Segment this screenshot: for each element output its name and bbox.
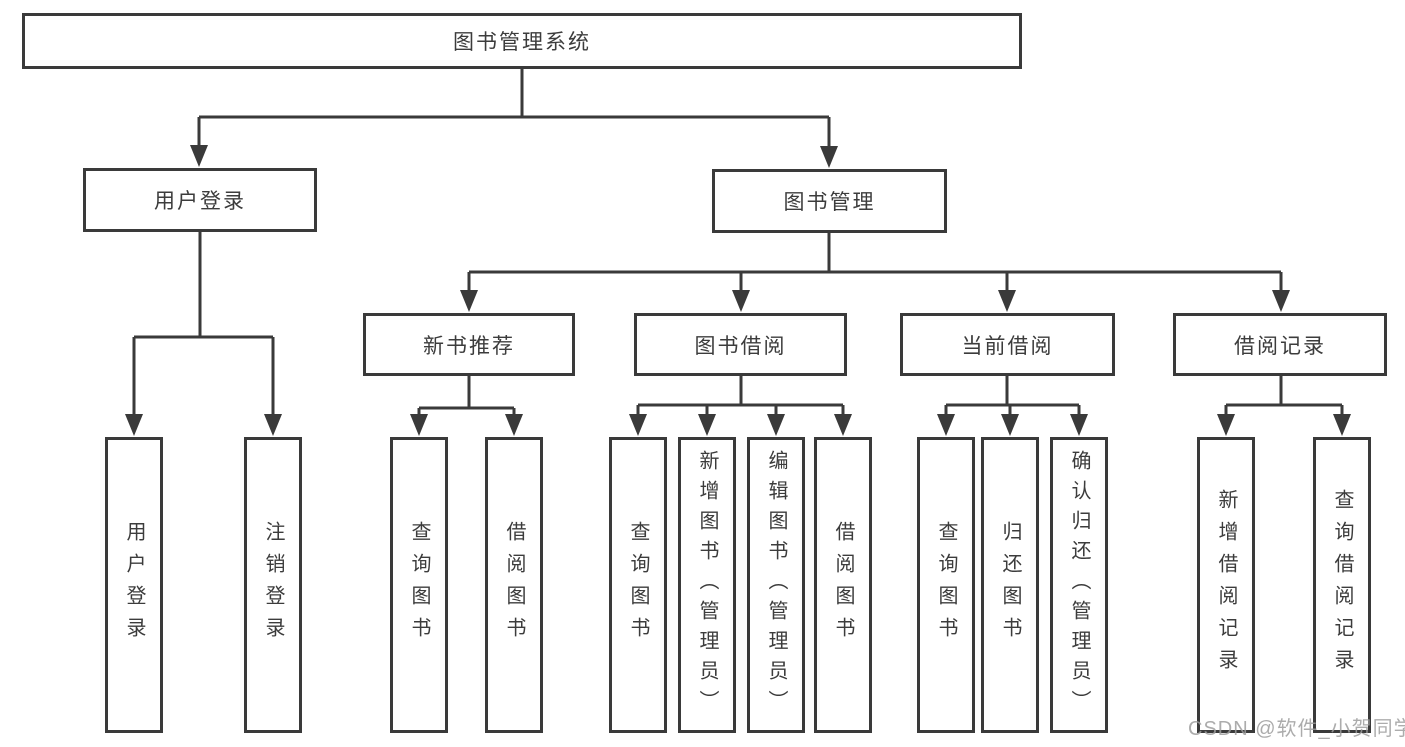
leaf-label: 查询图书 xyxy=(408,521,430,649)
leaf-borrow-books-recommend: 借阅图书 xyxy=(485,437,543,733)
node-label: 图书借阅 xyxy=(694,334,787,358)
leaf-add-book-admin: 新增图书（管理员） xyxy=(678,437,736,733)
leaf-label: 借阅图书 xyxy=(503,521,525,649)
leaf-label: 编辑图书（管理员） xyxy=(765,450,787,720)
leaf-query-books-current: 查询图书 xyxy=(917,437,975,733)
leaf-label: 用户登录 xyxy=(123,521,145,649)
node-label: 图书管理 xyxy=(783,191,876,214)
node-current-borrowing: 当前借阅 xyxy=(900,313,1115,376)
node-borrowing-records: 借阅记录 xyxy=(1173,313,1387,376)
leaf-label: 归还图书 xyxy=(999,521,1021,649)
leaf-confirm-return-admin: 确认归还（管理员） xyxy=(1050,437,1108,733)
leaf-label: 确认归还（管理员） xyxy=(1068,450,1090,720)
leaf-query-books-borrowing: 查询图书 xyxy=(609,437,667,733)
node-label: 用户登录 xyxy=(154,190,246,213)
leaf-label: 借阅图书 xyxy=(832,521,854,649)
node-book-borrowing: 图书借阅 xyxy=(634,313,847,376)
leaf-user-login: 用户登录 xyxy=(105,437,163,733)
node-label: 借阅记录 xyxy=(1234,334,1326,358)
node-book-management: 图书管理 xyxy=(712,169,947,233)
leaf-logout: 注销登录 xyxy=(244,437,302,733)
leaf-label: 新增借阅记录 xyxy=(1215,489,1237,681)
node-root-library-system: 图书管理系统 xyxy=(22,13,1022,69)
node-label: 当前借阅 xyxy=(961,334,1054,358)
leaf-query-books-recommend: 查询图书 xyxy=(390,437,448,733)
leaf-return-books: 归还图书 xyxy=(981,437,1039,733)
csdn-watermark: CSDN @软件_小贺同学 xyxy=(1188,718,1405,740)
leaf-label: 查询借阅记录 xyxy=(1331,489,1353,681)
leaf-label: 查询图书 xyxy=(935,521,957,649)
leaf-query-borrow-record: 查询借阅记录 xyxy=(1313,437,1371,733)
node-new-book-recommend: 新书推荐 xyxy=(363,313,575,376)
node-label: 图书管理系统 xyxy=(453,31,591,54)
leaf-label: 查询图书 xyxy=(627,521,649,649)
node-label: 新书推荐 xyxy=(423,334,515,358)
leaf-label: 新增图书（管理员） xyxy=(696,450,718,720)
leaf-edit-book-admin: 编辑图书（管理员） xyxy=(747,437,805,733)
leaf-borrow-books: 借阅图书 xyxy=(814,437,872,733)
node-user-login: 用户登录 xyxy=(83,168,317,232)
leaf-add-borrow-record: 新增借阅记录 xyxy=(1197,437,1255,733)
leaf-label: 注销登录 xyxy=(262,521,284,649)
